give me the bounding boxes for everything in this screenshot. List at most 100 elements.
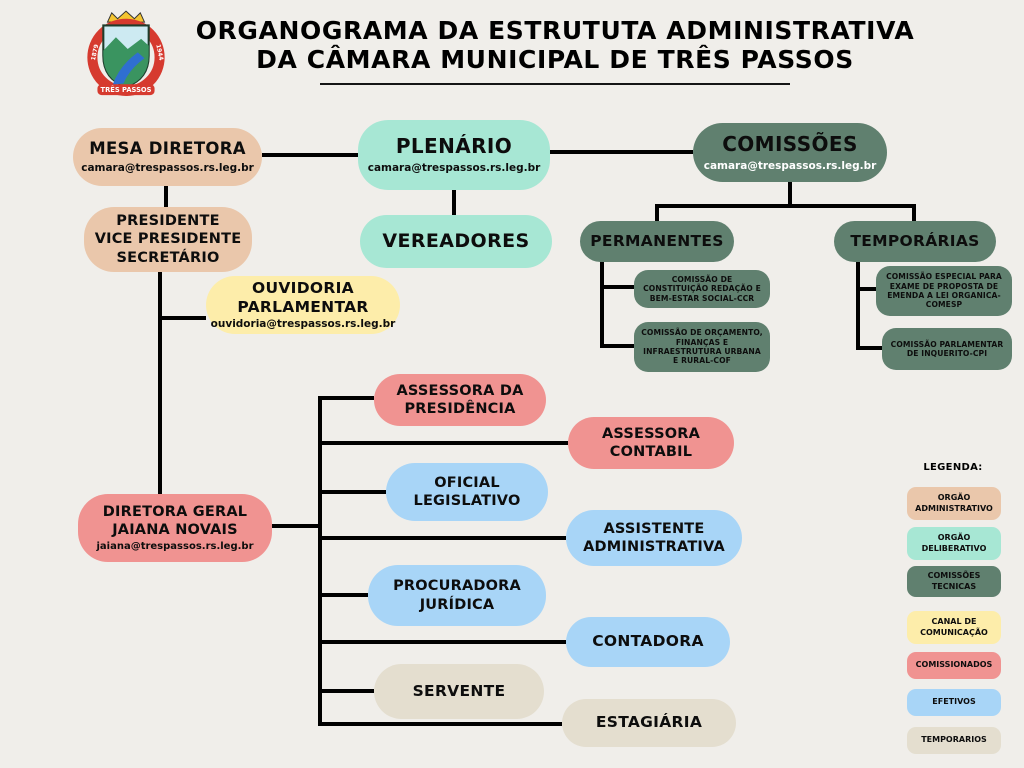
legend-item-orgao-deliberativo: ORGÃO DELIBERATIVO xyxy=(907,527,1001,560)
connector-diretora-trunk xyxy=(272,524,318,528)
node-label: COMISSÃO ESPECIAL PARA EXAME DE PROPOSTA… xyxy=(886,272,1002,310)
node-comissao-comesp: COMISSÃO ESPECIAL PARA EXAME DE PROPOSTA… xyxy=(876,266,1012,316)
node-diretora-geral: DIRETORA GERAL JAIANA NOVAIS jaiana@tres… xyxy=(78,494,272,562)
logo-container: TRÊS PASSOS 1879 1944 xyxy=(84,6,168,102)
legend-item-canal-comunicacao: CANAL DE COMUNICAÇÃO xyxy=(907,611,1001,644)
node-label-line3: SECRETÁRIO xyxy=(116,249,220,266)
node-label-line2: CONTABIL xyxy=(609,444,693,460)
connector-split-temporarias xyxy=(912,204,916,221)
connector-temporarias-comesp xyxy=(856,287,876,291)
node-label-line2: ADMINISTRATIVA xyxy=(583,539,725,555)
connector-comissoes-split xyxy=(655,204,916,208)
node-assessora-presidencia: ASSESSORA DA PRESIDÊNCIA xyxy=(374,374,546,426)
node-email: camara@trespassos.rs.leg.br xyxy=(367,162,541,175)
page-title-line2: DA CÂMARA MUNICIPAL DE TRÊS PASSOS xyxy=(256,45,854,74)
node-assessora-contabil: ASSESSORA CONTABIL xyxy=(568,417,734,469)
node-label-line1: OFICIAL xyxy=(434,474,500,491)
node-mesa-diretora: MESA DIRETORA camara@trespassos.rs.leg.b… xyxy=(73,128,262,186)
node-assistente-administrativa: ASSISTENTE ADMINISTRATIVA xyxy=(566,510,742,566)
connector-plenario-vereadores xyxy=(452,190,456,215)
title-underline xyxy=(320,83,790,85)
node-label: PERMANENTES xyxy=(590,231,724,250)
node-email: camara@trespassos.rs.leg.br xyxy=(81,162,254,175)
node-label-line1: ASSESSORA xyxy=(601,425,701,442)
page-title-line1: ORGANOGRAMA DA ESTRUTUTA ADMINISTRATIVA xyxy=(195,16,915,45)
node-procuradora-juridica: PROCURADORA JURÍDICA xyxy=(368,565,546,626)
connector-permanentes-ccr xyxy=(600,285,634,289)
legend-item-label: COMISSIONADOS xyxy=(915,660,993,670)
legend-item-label: COMISSÕES TECNICAS xyxy=(927,571,981,591)
node-label: MESA DIRETORA xyxy=(89,138,246,158)
connector-temporarias-cpi xyxy=(856,346,882,350)
connector-comissoes-down xyxy=(788,182,792,206)
node-servente: SERVENTE xyxy=(374,664,544,719)
connector-mesa-plenario xyxy=(262,153,358,157)
node-label: SERVENTE xyxy=(412,681,506,700)
node-label: CONTADORA xyxy=(592,632,704,651)
municipal-crest-logo: TRÊS PASSOS 1879 1944 xyxy=(87,10,165,96)
connector-permanentes-cof xyxy=(600,344,634,348)
node-email: jaiana@trespassos.rs.leg.br xyxy=(96,540,254,552)
node-label: ESTAGIÁRIA xyxy=(595,713,703,732)
connector-branch-assistente xyxy=(318,536,566,540)
connector-plenario-comissoes xyxy=(550,150,693,154)
legend-item-label: TEMPORARIOS xyxy=(921,735,987,745)
node-temporarias: TEMPORÁRIAS xyxy=(834,221,996,262)
connector-branch-servente xyxy=(318,689,374,693)
node-label-line2: LEGISLATIVO xyxy=(413,493,521,509)
node-ouvidoria: OUVIDORIA PARLAMENTAR ouvidoria@trespass… xyxy=(206,276,400,334)
node-estagiaria: ESTAGIÁRIA xyxy=(562,699,736,747)
node-label: PLENÁRIO xyxy=(395,134,513,159)
connector-presidencia-ouvidoria xyxy=(158,316,206,320)
legend-item-label: ORGÃO DELIBERATIVO xyxy=(921,533,987,553)
node-label-line1: ASSISTENTE xyxy=(603,520,705,537)
crest-year-right: 1944 xyxy=(154,44,163,61)
connector-branch-assessora-contabil xyxy=(318,441,568,445)
node-comissao-cof: COMISSÃO DE ORÇAMENTO, FINANÇAS E INFRAE… xyxy=(634,322,770,372)
legend-title: LEGENDA: xyxy=(923,462,983,473)
connector-branch-oficial xyxy=(318,490,386,494)
node-label: VEREADORES xyxy=(382,229,530,252)
node-label-line2: JAIANA NOVAIS xyxy=(112,521,238,538)
node-label: TEMPORÁRIAS xyxy=(850,231,980,250)
legend-item-temporarios: TEMPORARIOS xyxy=(907,727,1001,754)
crest-river xyxy=(112,52,145,86)
node-label-line1: DIRETORA GERAL xyxy=(102,503,248,520)
connector-temporarias-trunk xyxy=(856,262,860,350)
node-label: COMISSÕES xyxy=(722,131,858,156)
legend-item-label: CANAL DE COMUNICAÇÃO xyxy=(920,617,988,637)
connector-permanentes-trunk xyxy=(600,262,604,348)
node-label-line2: JURÍDICA xyxy=(419,596,495,613)
connector-branch-estagiaria xyxy=(318,722,562,726)
node-plenario: PLENÁRIO camara@trespassos.rs.leg.br xyxy=(358,120,550,190)
node-comissao-ccr: COMISSÃO DE CONSTITUIÇÃO REDAÇÃO E BEM-E… xyxy=(634,270,770,308)
connector-branch-procuradora xyxy=(318,593,368,597)
crest-year-left: 1879 xyxy=(91,44,100,61)
node-email: camara@trespassos.rs.leg.br xyxy=(703,159,877,172)
node-presidencia: PRESIDENTE VICE PRESIDENTE SECRETÁRIO xyxy=(84,207,252,272)
node-label-line1: PRESIDENTE xyxy=(116,213,220,230)
node-comissao-cpi: COMISSÃO PARLAMENTAR DE INQUERITO-CPI xyxy=(882,328,1012,370)
node-label-line2: PRESIDÊNCIA xyxy=(404,401,516,417)
connector-staff-trunk xyxy=(318,396,322,726)
node-label-line1: ASSESSORA DA xyxy=(396,382,524,399)
node-permanentes: PERMANENTES xyxy=(580,221,734,262)
node-label: COMISSÃO PARLAMENTAR DE INQUERITO-CPI xyxy=(890,339,1004,358)
crest-hills xyxy=(103,37,149,87)
connector-branch-contadora xyxy=(318,640,566,644)
node-label: COMISSÃO DE CONSTITUIÇÃO REDAÇÃO E BEM-E… xyxy=(643,274,761,303)
connector-mesa-presidencia xyxy=(164,186,168,207)
node-label-line2: PARLAMENTAR xyxy=(237,297,369,316)
node-vereadores: VEREADORES xyxy=(360,215,552,268)
legend-item-label: ORGÃO ADMINISTRATIVO xyxy=(915,493,993,513)
legend-item-comissoes-tecnicas: COMISSÕES TECNICAS xyxy=(907,566,1001,597)
node-comissoes: COMISSÕES camara@trespassos.rs.leg.br xyxy=(693,123,887,182)
connector-presidencia-diretora xyxy=(158,272,162,494)
legend-item-comissionados: COMISSIONADOS xyxy=(907,652,1001,679)
legend-item-label: EFETIVOS xyxy=(932,697,976,707)
crest-crown xyxy=(106,10,146,23)
page-title: ORGANOGRAMA DA ESTRUTUTA ADMINISTRATIVA … xyxy=(175,16,935,85)
node-email: ouvidoria@trespassos.rs.leg.br xyxy=(210,318,396,331)
legend-item-orgao-administrativo: ORGÃO ADMINISTRATIVO xyxy=(907,487,1001,520)
